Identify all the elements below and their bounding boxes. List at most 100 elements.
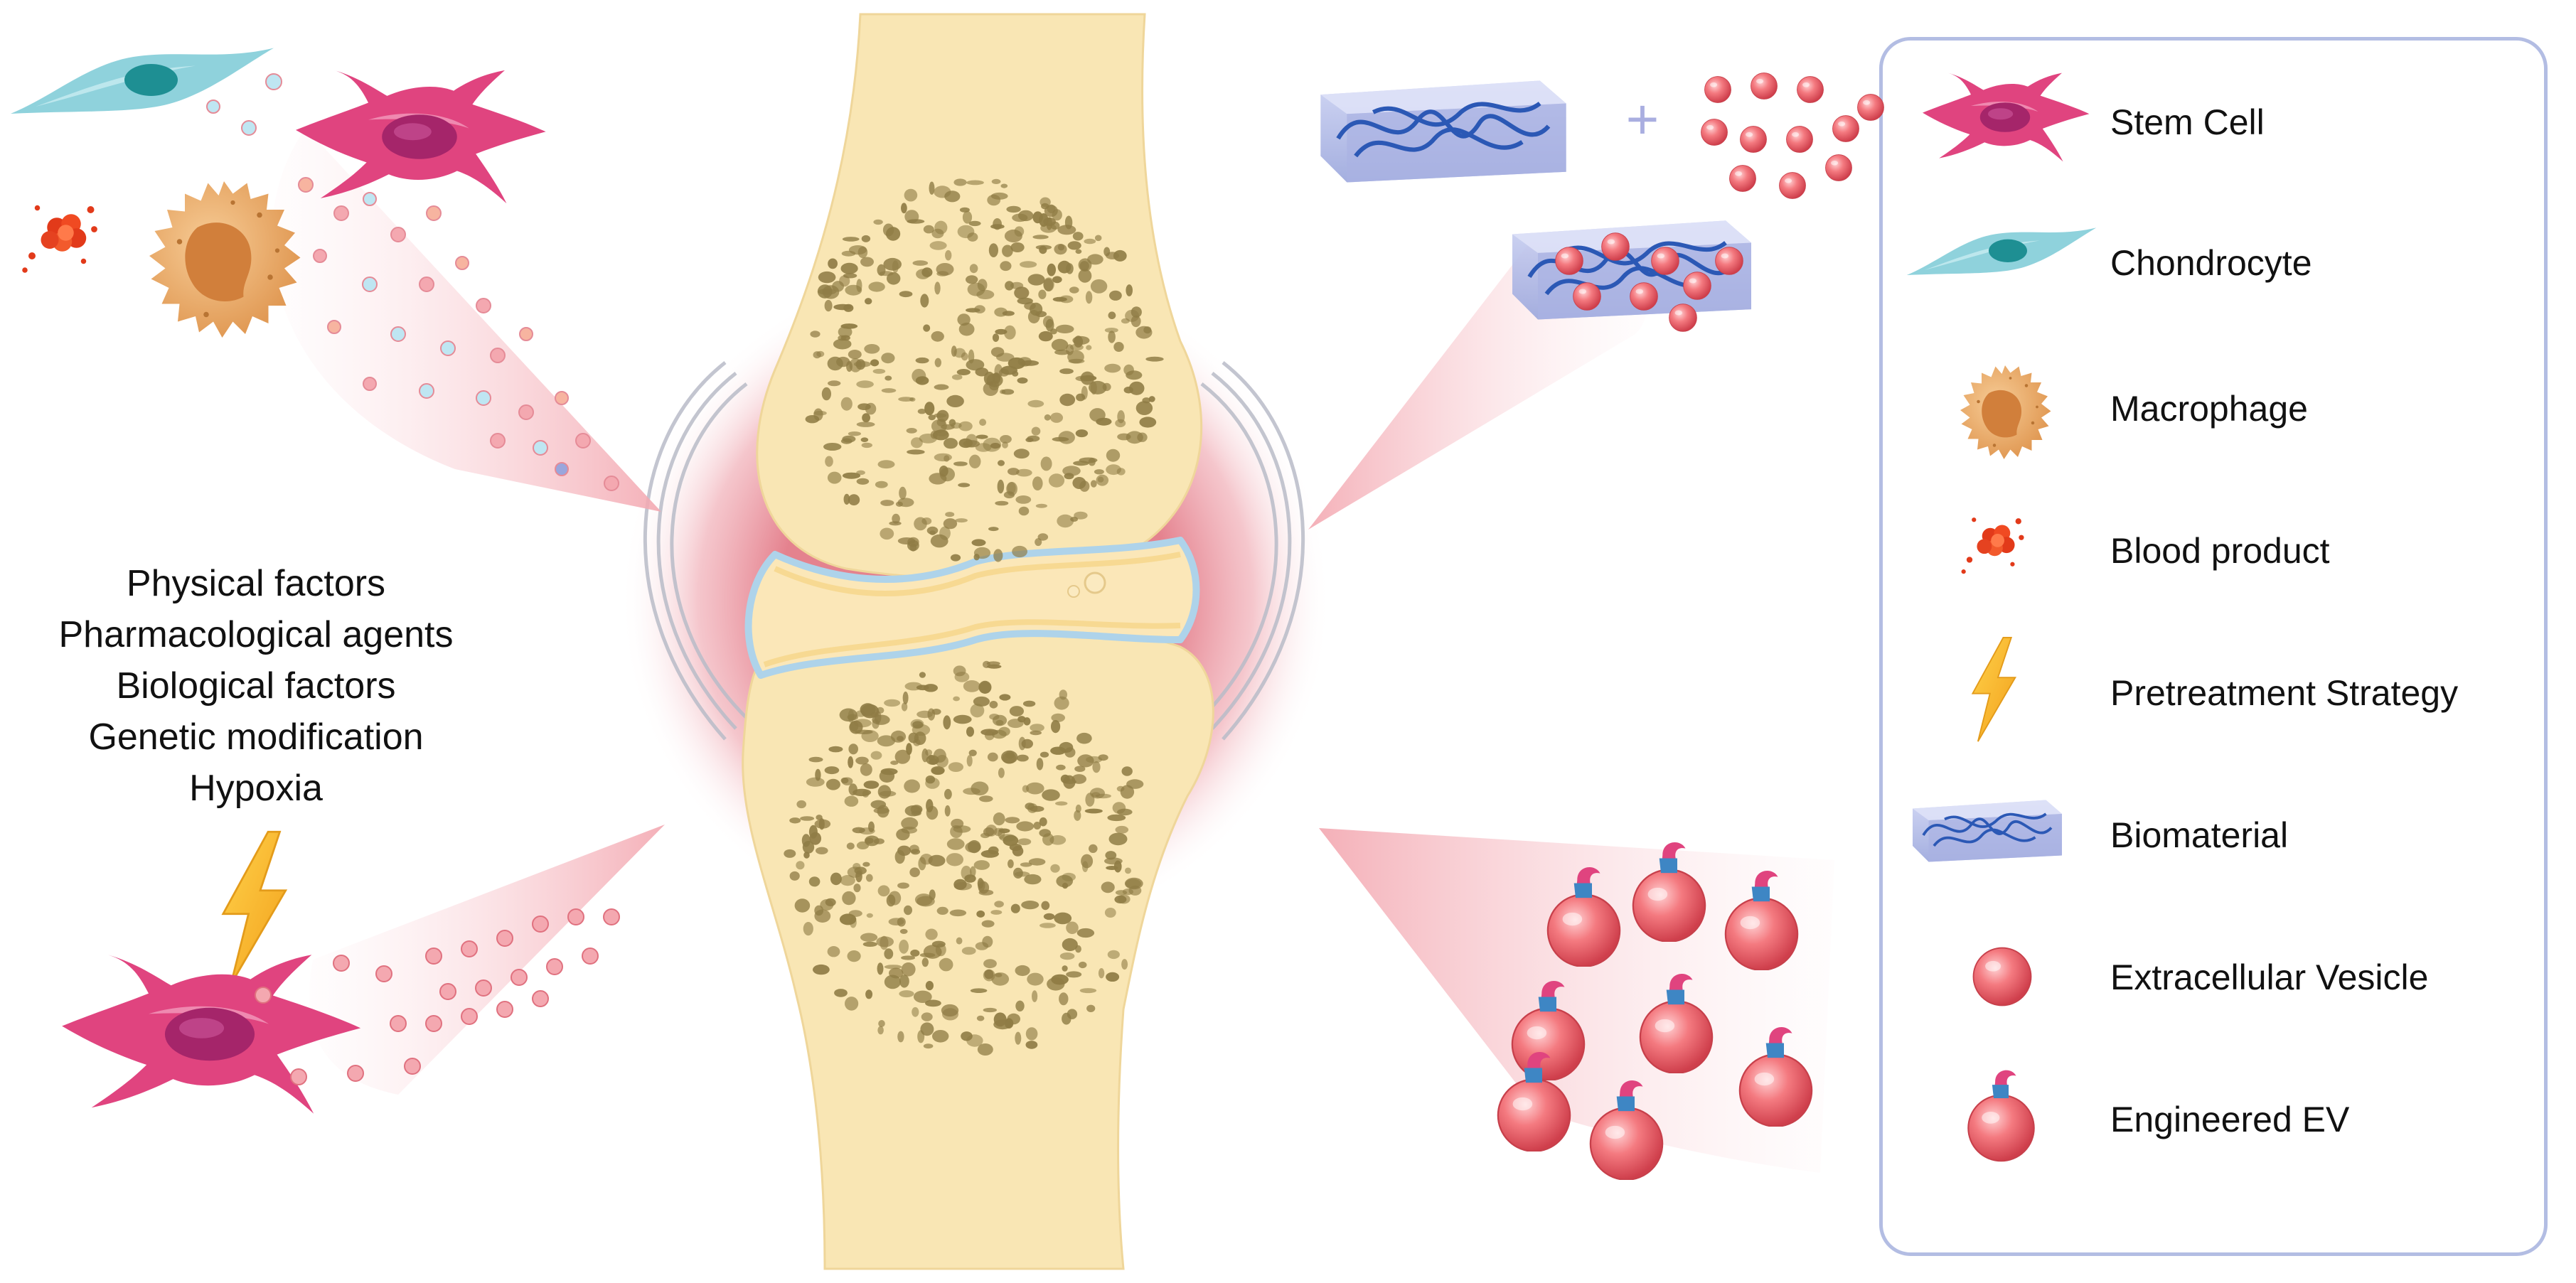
vesicle-dot	[290, 1068, 307, 1085]
trabecular-pore	[1143, 326, 1152, 334]
trabecular-pore	[1072, 477, 1086, 489]
trabecular-pore	[824, 766, 840, 775]
trabecular-pore	[970, 866, 976, 877]
trabecular-pore	[1016, 821, 1035, 832]
secretion-beam-upper-left	[272, 128, 661, 512]
trabecular-pore	[904, 188, 918, 202]
trabecular-pore	[988, 846, 999, 854]
trabecular-pore	[988, 243, 998, 257]
trabecular-pore	[1115, 825, 1129, 834]
trabecular-pore	[929, 530, 936, 535]
trabecular-pore	[1055, 324, 1074, 333]
trabecular-pore	[983, 382, 999, 396]
cell-sources-panel	[11, 48, 661, 512]
trabecular-pore	[1047, 263, 1057, 277]
trabecular-pore	[987, 752, 998, 762]
trabecular-pore	[1059, 992, 1069, 1006]
trabecular-pore	[929, 241, 947, 250]
trabecular-pore	[850, 721, 859, 731]
trabecular-pore	[1040, 751, 1049, 758]
trabecular-pore	[1047, 977, 1065, 991]
trabecular-pore	[1022, 700, 1036, 707]
trabecular-pore	[1043, 913, 1055, 920]
engineered-ev-panel	[1319, 828, 1834, 1180]
trabecular-pore	[1080, 375, 1097, 382]
trabecular-pore	[1089, 844, 1098, 853]
trabecular-pore	[884, 975, 901, 989]
trabecular-pore	[977, 1043, 993, 1056]
trabecular-pore	[948, 419, 956, 426]
trabecular-pore	[881, 353, 895, 364]
trabecular-pore	[899, 990, 914, 998]
trabecular-pore	[1032, 476, 1043, 490]
factor-item: Genetic modification	[88, 716, 424, 758]
trabecular-pore	[894, 749, 911, 764]
trabecular-pore	[898, 397, 914, 402]
trabecular-pore	[860, 933, 878, 942]
vesicle-dot	[496, 1001, 513, 1018]
vesicle-dot	[555, 391, 569, 405]
trabecular-pore	[932, 1030, 949, 1043]
trabecular-pore	[813, 351, 821, 359]
trabecular-pore	[955, 518, 968, 523]
trabecular-pore	[1022, 785, 1030, 793]
trabecular-pore	[864, 835, 880, 847]
trabecular-pore	[1135, 401, 1153, 415]
trabecular-pore	[860, 763, 872, 776]
trabecular-pore	[1015, 1000, 1025, 1012]
trabecular-pore	[1116, 468, 1126, 476]
trabecular-pore	[1010, 242, 1025, 252]
trabecular-pore	[970, 988, 988, 993]
vesicle-dot	[362, 277, 378, 292]
trabecular-pore	[855, 870, 862, 883]
trabecular-pore	[1039, 817, 1047, 827]
trabecular-pore	[901, 962, 916, 977]
trabecular-pore	[1000, 261, 1012, 272]
trabecular-pore	[1067, 241, 1081, 250]
trabecular-pore	[1013, 449, 1030, 459]
trabecular-pore	[808, 756, 823, 763]
trabecular-pore	[966, 726, 974, 737]
trabecular-pore	[998, 460, 1005, 466]
trabecular-pore	[909, 543, 917, 552]
trabecular-pore	[833, 304, 852, 311]
trabecular-pore	[1059, 368, 1074, 375]
trabecular-pore	[802, 841, 815, 854]
trabecular-pore	[1085, 291, 1093, 304]
trabecular-pore	[1027, 972, 1044, 986]
trabecular-pore	[861, 730, 879, 742]
trabecular-pore	[953, 879, 967, 890]
trabecular-pore	[970, 704, 985, 718]
trabecular-pore	[1079, 988, 1097, 994]
ev-loaded-biomaterial-icon	[1512, 220, 1751, 319]
trabecular-pore	[1121, 959, 1128, 970]
vesicle-dot	[582, 948, 599, 965]
trabecular-pore	[1008, 719, 1024, 729]
trabecular-pore	[865, 402, 877, 415]
trabecular-pore	[1027, 399, 1044, 408]
trabecular-pore	[813, 964, 830, 975]
trabecular-pore	[862, 861, 870, 867]
trabecular-pore	[1062, 779, 1076, 784]
legend-label-macrophage: Macrophage	[2110, 389, 2308, 429]
trabecular-pore	[924, 402, 935, 416]
extracellular-vesicle-icon	[1857, 94, 1884, 121]
trabecular-pore	[1025, 1041, 1038, 1049]
trabecular-pore	[888, 918, 904, 925]
trabecular-pore	[848, 744, 858, 755]
trabecular-pore	[966, 755, 973, 767]
trabecular-pore	[924, 684, 938, 692]
trabecular-pore	[1123, 386, 1134, 394]
trabecular-pore	[1066, 971, 1082, 978]
vesicle-dot	[490, 348, 506, 363]
trabecular-pore	[1113, 249, 1127, 262]
trabecular-pore	[1087, 254, 1103, 265]
trabecular-pore	[951, 345, 957, 357]
trabecular-pore	[1078, 961, 1087, 969]
trabecular-pore	[943, 715, 951, 730]
extracellular-vesicle-icon	[1786, 126, 1813, 153]
vesicle-dot	[532, 916, 549, 933]
trabecular-pore	[1125, 309, 1140, 322]
trabecular-pore	[1125, 879, 1141, 889]
trabecular-pore	[904, 905, 912, 916]
